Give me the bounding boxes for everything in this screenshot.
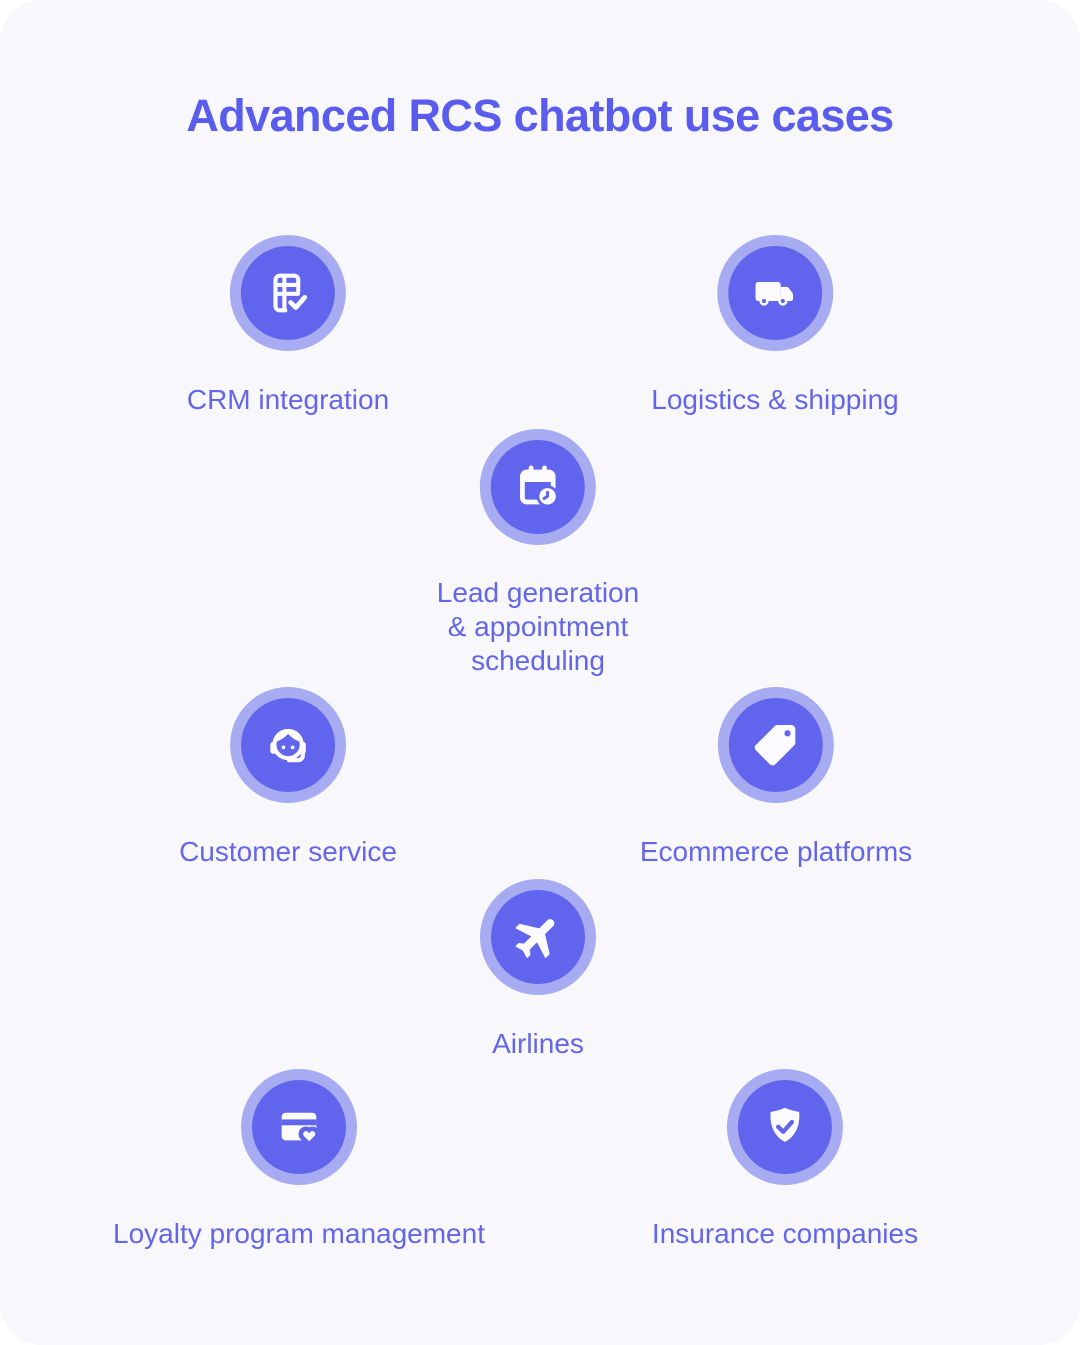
table-check-icon xyxy=(273,273,308,313)
use-case-label: CRM integration xyxy=(186,384,390,415)
icon-badge xyxy=(480,429,596,545)
page-title: Advanced RCS chatbot use cases xyxy=(186,90,894,141)
use-case-label: Insurance companies xyxy=(651,1218,919,1249)
use-case-crm-integration: CRM integration xyxy=(187,235,389,418)
icon-badge xyxy=(230,687,346,803)
icon-badge xyxy=(240,1069,357,1185)
use-case-insurance-companies: Insurance companies xyxy=(652,1069,918,1252)
use-case-label: Lead generation & appointment scheduling xyxy=(436,577,640,676)
shield-check-icon xyxy=(770,1107,800,1142)
use-case-label: Logistics & shipping xyxy=(651,384,899,415)
use-case-loyalty-program: Loyalty program management xyxy=(113,1069,485,1252)
price-tag-icon xyxy=(754,724,796,766)
use-case-logistics-shipping: Logistics & shipping xyxy=(651,235,899,418)
headset-agent-icon xyxy=(270,728,306,763)
calendar-clock-icon xyxy=(520,465,559,508)
icon-badge xyxy=(717,687,834,803)
use-case-label: Ecommerce platforms xyxy=(639,836,913,867)
use-case-label: Customer service xyxy=(179,836,397,867)
use-case-label: Airlines xyxy=(492,1028,584,1059)
icon-badge xyxy=(727,1069,843,1185)
use-case-label: Loyalty program management xyxy=(113,1218,485,1249)
use-case-customer-service: Customer service xyxy=(179,687,397,870)
icon-badge xyxy=(480,879,596,995)
icon-badge xyxy=(716,235,833,351)
use-case-lead-generation: Lead generation & appointment scheduling xyxy=(437,429,639,678)
use-case-ecommerce-platforms: Ecommerce platforms xyxy=(640,687,912,870)
truck-icon xyxy=(755,281,793,306)
icon-badge xyxy=(230,235,346,351)
card-heart-icon xyxy=(281,1112,320,1148)
airplane-icon xyxy=(515,919,555,958)
use-case-airlines: Airlines xyxy=(480,879,596,1062)
